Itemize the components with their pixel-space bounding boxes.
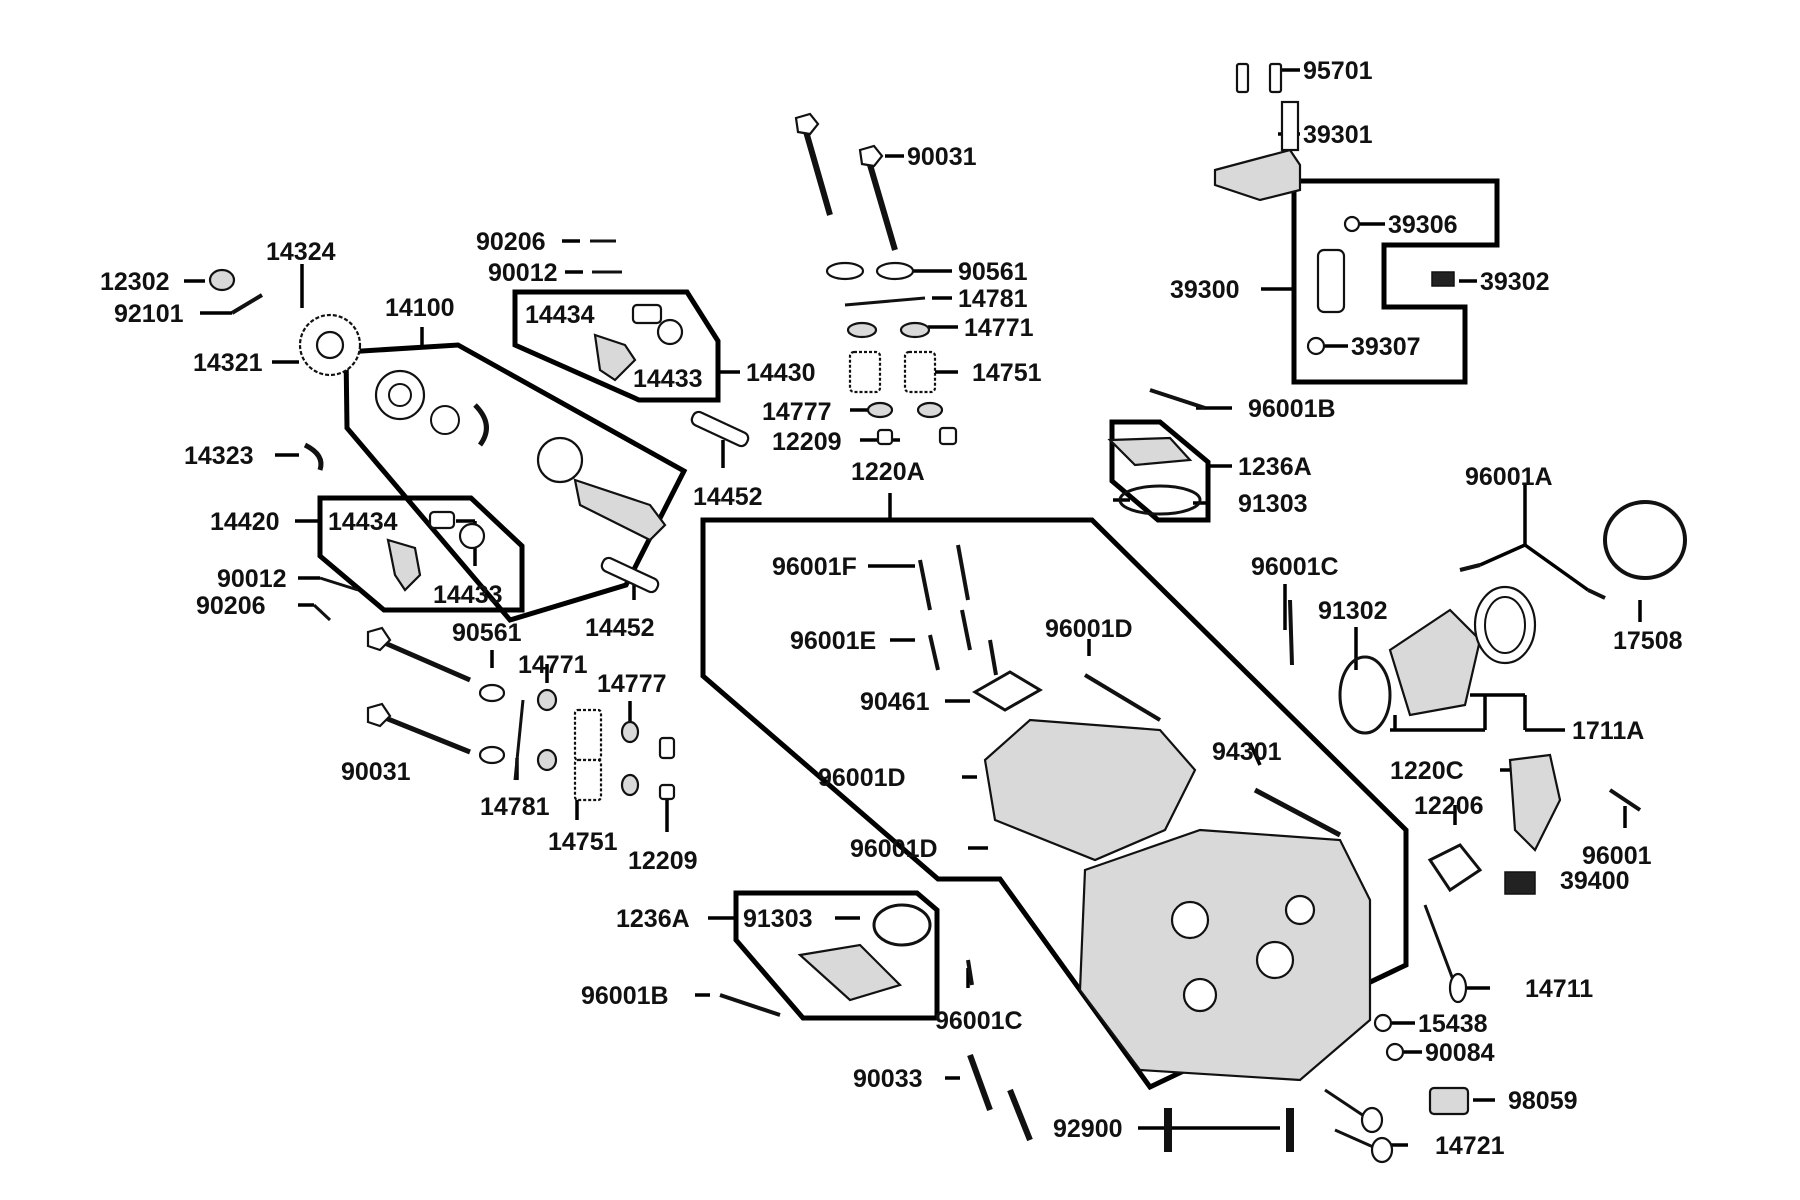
- group-box-1236A-low: [733, 890, 940, 1021]
- group-box-1220A: [700, 517, 1409, 1091]
- label-90561-mid: 90561: [452, 619, 522, 647]
- label-91302: 91302: [1318, 597, 1388, 625]
- label-90206-top: 90206: [476, 228, 546, 256]
- label-14751-mid: 14751: [548, 828, 618, 856]
- label-15438: 15438: [1418, 1010, 1488, 1038]
- label-12302: 12302: [100, 268, 170, 296]
- label-14433-top: 14433: [633, 365, 703, 393]
- label-90561-top: 90561: [958, 258, 1028, 286]
- label-14771-top: 14771: [964, 314, 1034, 342]
- label-1236A-top: 1236A: [1238, 453, 1312, 481]
- label-14777-mid: 14777: [597, 670, 667, 698]
- label-96001D-top: 96001D: [1045, 615, 1133, 643]
- label-90206-mid: 90206: [196, 592, 266, 620]
- label-14323: 14323: [184, 442, 254, 470]
- label-90012-mid: 90012: [217, 565, 287, 593]
- label-39300: 39300: [1170, 276, 1240, 304]
- label-39307: 39307: [1351, 333, 1421, 361]
- group-box-14430: [512, 289, 721, 403]
- label-1220C: 1220C: [1390, 757, 1464, 785]
- label-14751-top: 14751: [972, 359, 1042, 387]
- label-12206: 12206: [1414, 792, 1484, 820]
- label-96001F: 96001F: [772, 553, 857, 581]
- label-95701: 95701: [1303, 57, 1373, 85]
- label-1220A: 1220A: [851, 458, 925, 486]
- label-12209-mid: 12209: [628, 847, 698, 875]
- label-92900: 92900: [1053, 1115, 1123, 1143]
- label-96001C-right: 96001C: [1251, 553, 1339, 581]
- label-1711A: 1711A: [1572, 717, 1644, 745]
- label-17508: 17508: [1613, 627, 1683, 655]
- label-92101: 92101: [114, 300, 184, 328]
- label-96001B-low: 96001B: [581, 982, 669, 1010]
- label-90461: 90461: [860, 688, 930, 716]
- label-90033: 90033: [853, 1065, 923, 1093]
- label-14711: 14711: [1525, 975, 1593, 1003]
- label-14771-mid: 14771: [518, 651, 588, 679]
- label-90031-top: 90031: [907, 143, 977, 171]
- label-14321: 14321: [193, 349, 263, 377]
- label-14420: 14420: [210, 508, 280, 536]
- label-91303-top: 91303: [1238, 490, 1308, 518]
- label-96001D-mid: 96001D: [818, 764, 906, 792]
- label-96001E: 96001E: [790, 627, 876, 655]
- label-90012-top: 90012: [488, 259, 558, 287]
- label-14781-mid: 14781: [480, 793, 550, 821]
- label-94301: 94301: [1212, 738, 1282, 766]
- label-90084: 90084: [1425, 1039, 1495, 1067]
- group-box-1236A-top: [1109, 419, 1211, 523]
- label-1236A-low: 1236A: [616, 905, 690, 933]
- label-14781-top: 14781: [958, 285, 1028, 313]
- label-90031-mid: 90031: [341, 758, 411, 786]
- label-91303-low: 91303: [743, 905, 813, 933]
- part-labels: 95701 39301 90031 39306 39302 39300 3930…: [100, 57, 1683, 1160]
- label-96001A: 96001A: [1465, 463, 1553, 491]
- label-14324: 14324: [266, 238, 336, 266]
- label-96001: 96001: [1582, 842, 1652, 870]
- label-96001D-low: 96001D: [850, 835, 938, 863]
- label-39400: 39400: [1560, 867, 1630, 895]
- label-96001C-low: 96001C: [935, 1007, 1023, 1035]
- label-39302: 39302: [1480, 268, 1550, 296]
- group-box-39300: [1291, 178, 1500, 385]
- group-box-14420: [317, 495, 525, 613]
- label-14430: 14430: [746, 359, 816, 387]
- label-14433-mid: 14433: [433, 581, 503, 609]
- label-98059: 98059: [1508, 1087, 1578, 1115]
- label-12209-top: 12209: [772, 428, 842, 456]
- label-14452-mid: 14452: [585, 614, 655, 642]
- label-96001B-top: 96001B: [1248, 395, 1336, 423]
- leader-lines: [184, 68, 1642, 1147]
- part-sketches: [208, 62, 1687, 1164]
- group-box-14100: [343, 342, 688, 623]
- label-39306: 39306: [1388, 211, 1458, 239]
- label-14777-top: 14777: [762, 398, 832, 426]
- label-14100: 14100: [385, 294, 455, 322]
- label-39301: 39301: [1303, 121, 1373, 149]
- label-14434-mid: 14434: [328, 508, 398, 536]
- label-14434-top: 14434: [525, 301, 595, 329]
- label-14721: 14721: [1435, 1132, 1505, 1160]
- label-14452-top: 14452: [693, 483, 763, 511]
